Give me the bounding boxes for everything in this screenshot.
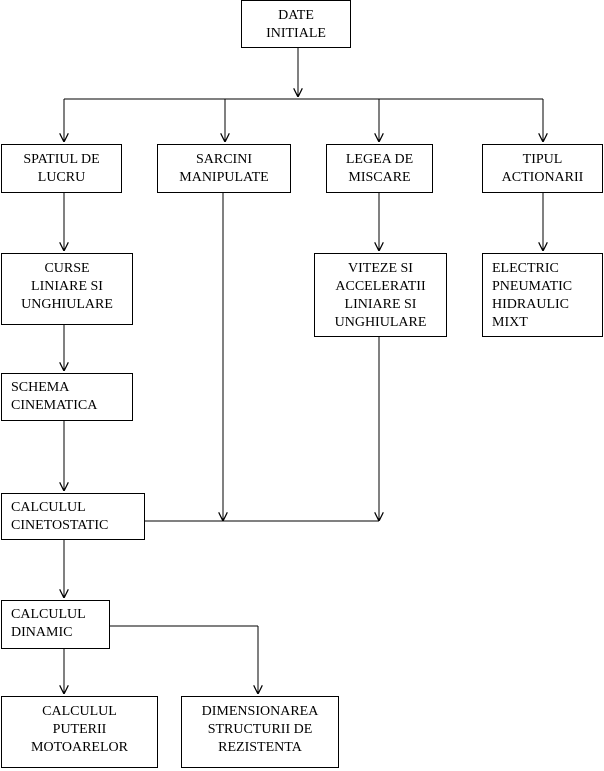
node-viteze: VITEZE SI ACCELERATII LINIARE SI UNGHIUL… (314, 253, 447, 337)
node-dimensionarea: DIMENSIONAREA STRUCTURII DE REZISTENTA (181, 696, 339, 768)
node-date-initiale: DATE INITIALE (241, 0, 351, 48)
node-label: TIPUL ACTIONARII (501, 152, 584, 185)
node-label: SPATIUL DE LUCRU (23, 152, 100, 185)
node-dinamic: CALCULUL DINAMIC (1, 600, 110, 649)
node-label: CALCULUL PUTERII MOTOARELOR (31, 704, 128, 755)
node-label: SCHEMA CINEMATICA (11, 380, 98, 413)
node-label: CALCULUL DINAMIC (11, 607, 86, 640)
node-spatiul-de-lucru: SPATIUL DE LUCRU (1, 144, 122, 193)
node-sarcini-manipulate: SARCINI MANIPULATE (157, 144, 291, 193)
node-label: CURSE LINIARE SI UNGHIULARE (21, 261, 113, 312)
node-label: DIMENSIONAREA STRUCTURII DE REZISTENTA (201, 704, 319, 755)
node-cinetostatic: CALCULUL CINETOSTATIC (1, 493, 145, 540)
node-label: ELECTRIC PNEUMATIC HIDRAULIC MIXT (492, 261, 573, 330)
node-schema: SCHEMA CINEMATICA (1, 373, 133, 421)
node-label: VITEZE SI ACCELERATII LINIARE SI UNGHIUL… (334, 261, 427, 330)
node-label: CALCULUL CINETOSTATIC (11, 500, 109, 533)
node-puterii: CALCULUL PUTERII MOTOARELOR (1, 696, 158, 768)
node-curse: CURSE LINIARE SI UNGHIULARE (1, 253, 133, 325)
node-label: DATE INITIALE (266, 8, 326, 41)
node-label: SARCINI MANIPULATE (179, 152, 269, 185)
node-label: LEGEA DE MISCARE (345, 152, 414, 185)
node-tipul-actionarii: TIPUL ACTIONARII (482, 144, 603, 193)
node-actionari: ELECTRIC PNEUMATIC HIDRAULIC MIXT (482, 253, 603, 337)
node-legea-de-miscare: LEGEA DE MISCARE (326, 144, 433, 193)
